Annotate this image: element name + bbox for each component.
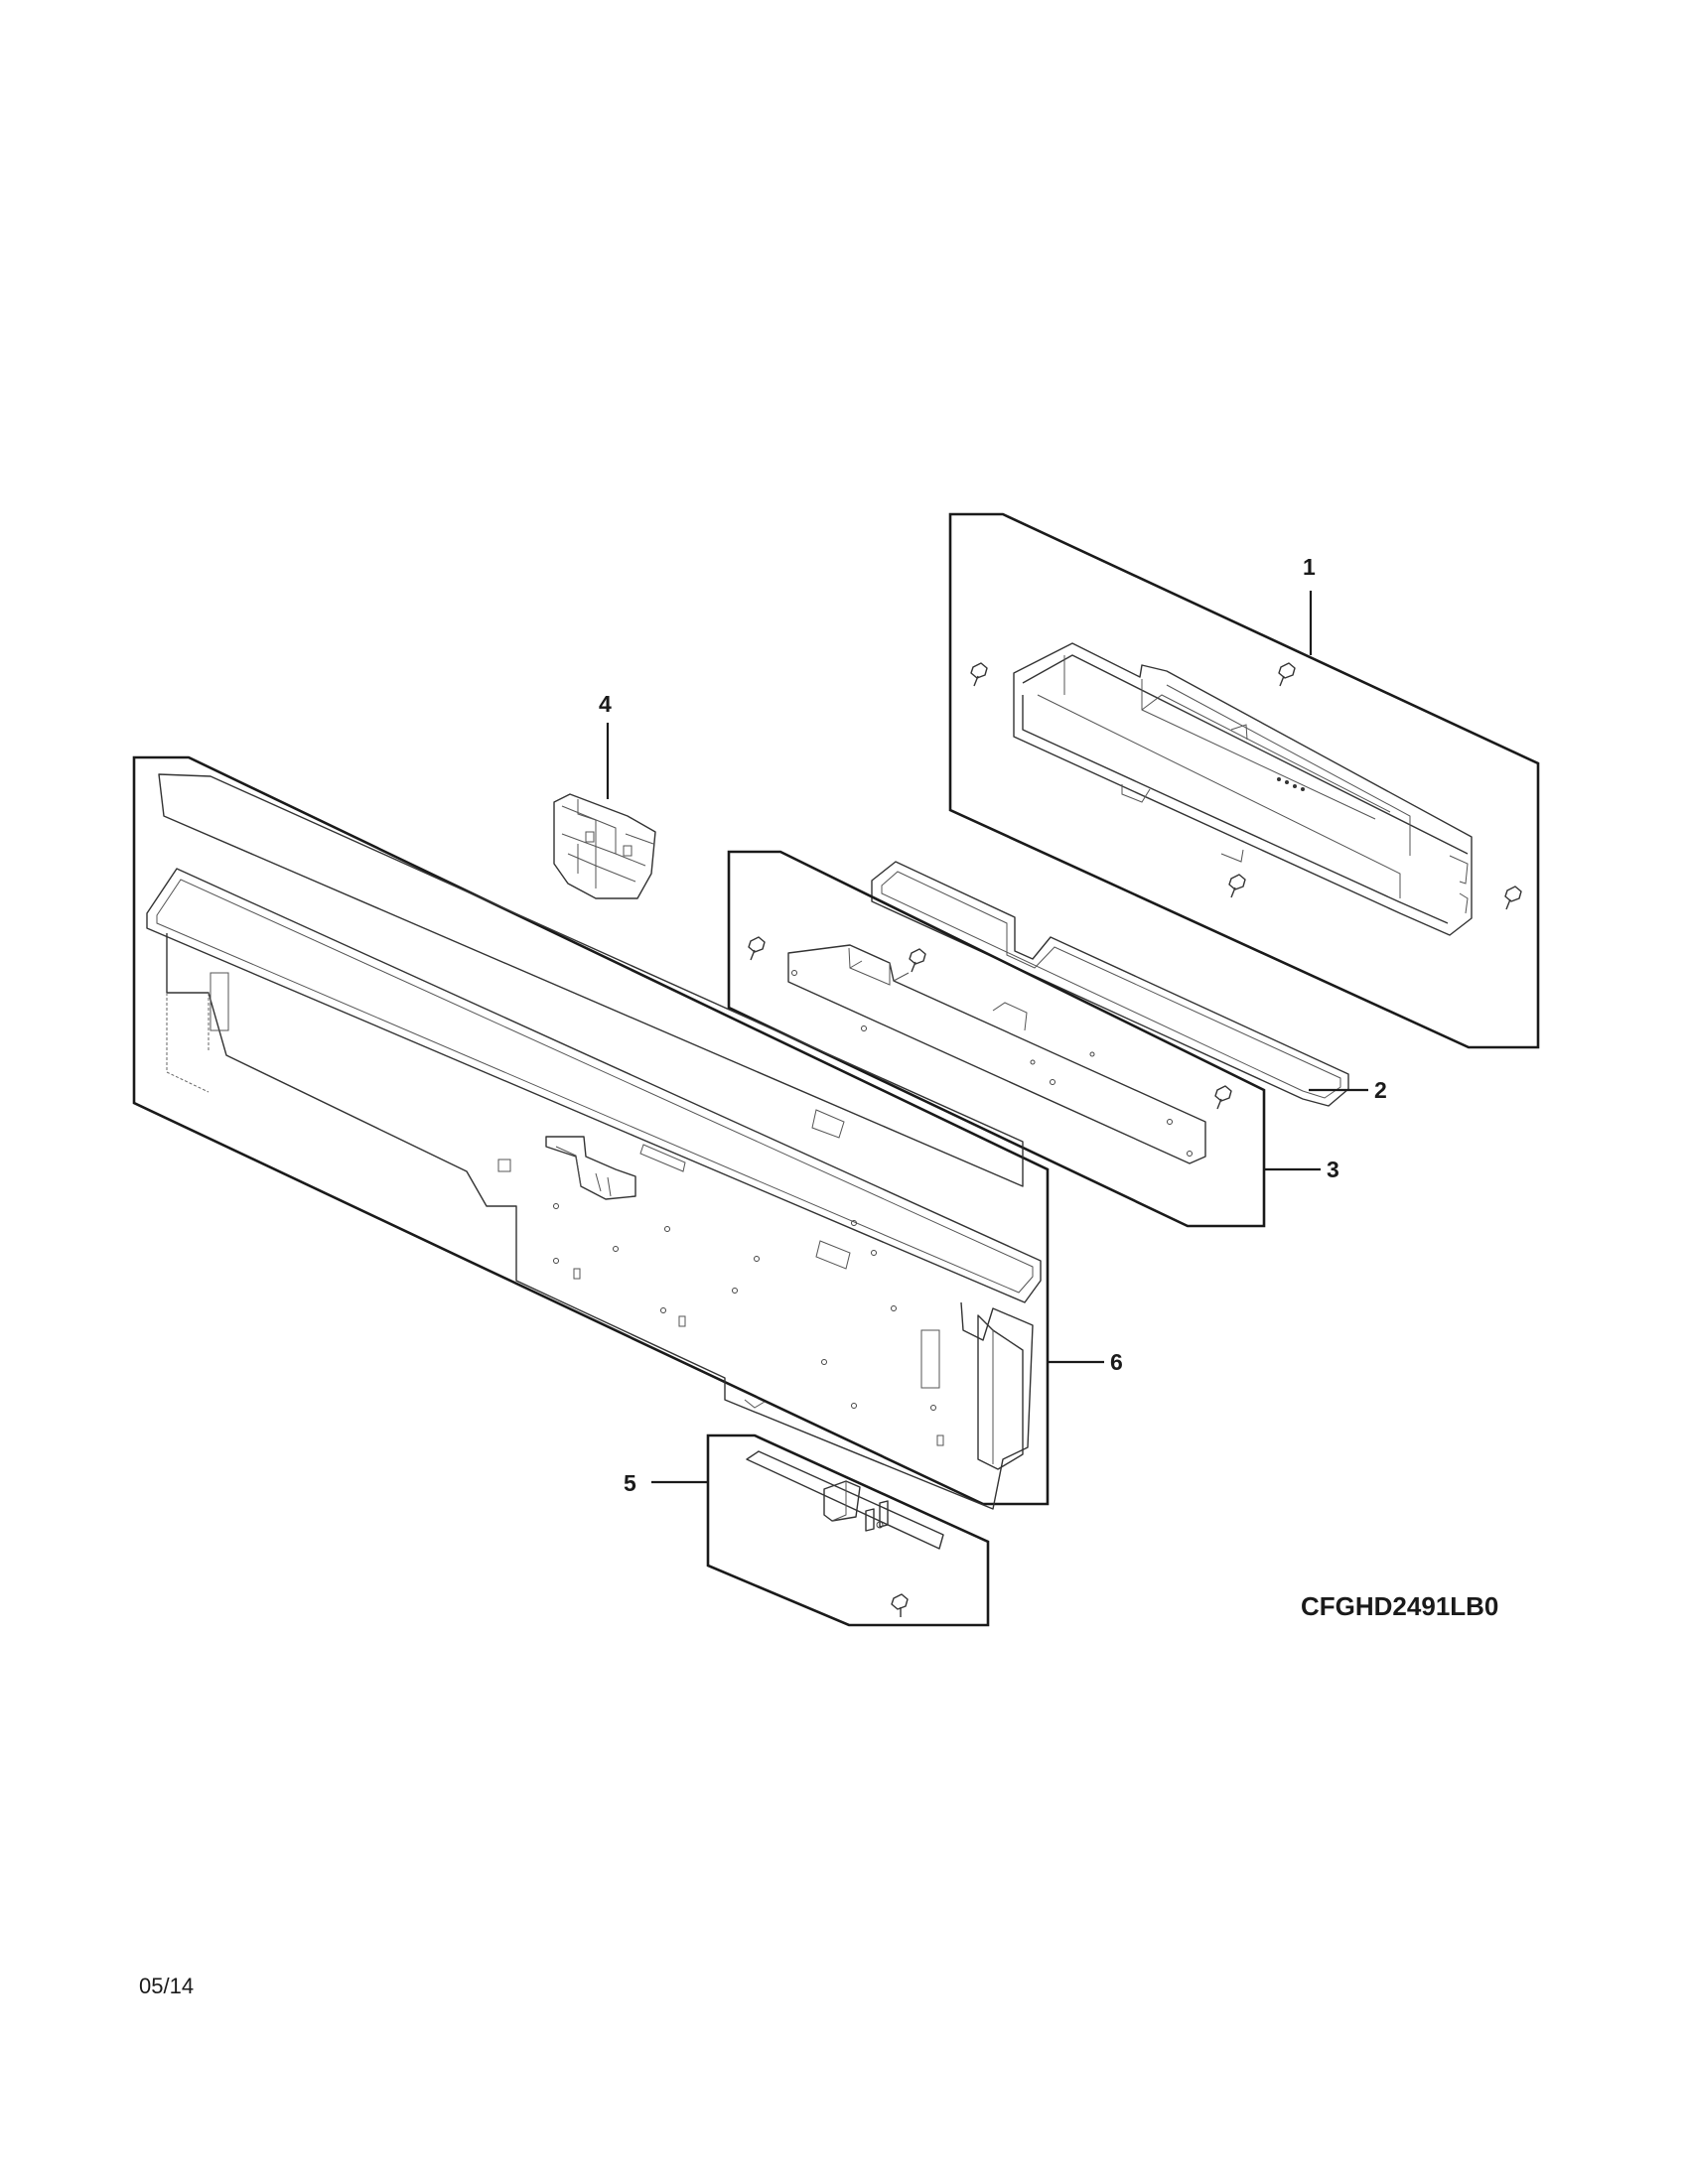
callout-2: 2 [1374,1077,1387,1103]
screw-icon [891,1593,909,1617]
callout-6: 6 [1110,1349,1123,1375]
date-code: 05/14 [139,1974,194,1998]
part-1-console-housing[interactable] [948,512,1540,1049]
part-5-small-board[interactable] [706,1433,990,1627]
screw-icon [909,948,926,973]
screw-icon [970,662,988,687]
part-3-frame [727,850,1266,1228]
part-5-frame [706,1433,990,1627]
screw-icon [748,936,766,961]
part-2-gasket[interactable] [871,861,1349,1107]
screw-icon [1214,1085,1232,1110]
part-6-control-panel[interactable] [132,755,1050,1510]
screw-icon [1228,874,1246,898]
screw-icon [1504,886,1522,910]
part-6-frame [132,755,1050,1506]
part-1-frame [948,512,1540,1049]
part-3-control-board[interactable] [727,850,1266,1228]
part-4-switch[interactable] [553,793,656,899]
callout-4: 4 [599,691,612,717]
screw-icon [1278,662,1296,687]
callout-3: 3 [1327,1157,1339,1182]
callout-5: 5 [624,1470,636,1496]
callout-1: 1 [1303,554,1316,580]
model-number: CFGHD2491LB0 [1301,1591,1498,1621]
